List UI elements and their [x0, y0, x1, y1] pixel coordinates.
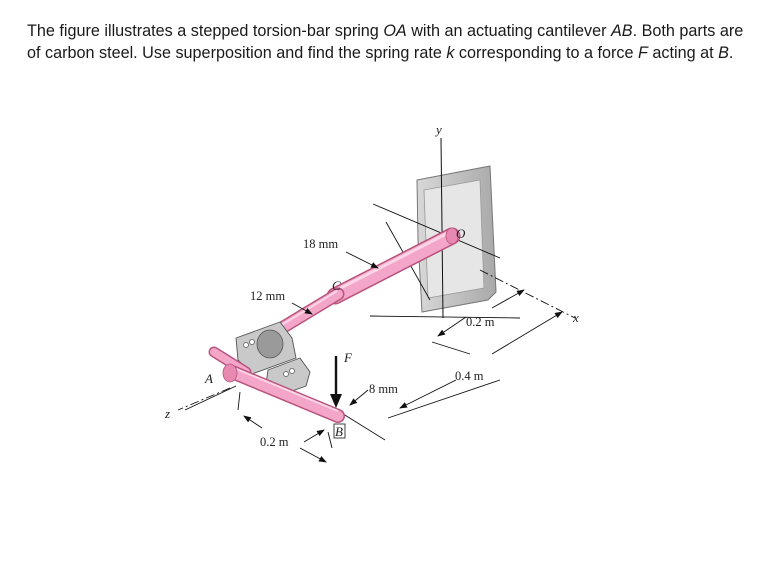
- dim-04m-label: 0.4 m: [455, 369, 484, 383]
- dim-12mm-leader: [291, 302, 313, 315]
- point-c-label: C: [332, 278, 341, 293]
- problem-statement: The figure illustrates a stepped torsion…: [27, 22, 744, 62]
- dim-8mm-label: 8 mm: [369, 382, 398, 396]
- dim-02m-bottom-line-a: [243, 415, 263, 429]
- dim-04m-line-a: [399, 379, 457, 409]
- dim-02m-bottom-label: 0.2 m: [260, 435, 289, 449]
- dim-18mm-label: 18 mm: [303, 237, 338, 251]
- z-axis-label: z: [164, 406, 170, 421]
- dim-12mm-label: 12 mm: [250, 289, 285, 303]
- dim-02m-bottom-arrow: [303, 429, 325, 443]
- x-axis-label: x: [572, 310, 579, 325]
- point-o-label: O: [456, 226, 466, 241]
- point-b-box: [333, 423, 346, 439]
- x-axis: [479, 269, 576, 319]
- dim-02m-top-line-a: [437, 316, 467, 337]
- bearing-block-rear: [235, 321, 297, 375]
- force-label: F: [343, 350, 353, 365]
- extension-lines: [184, 203, 521, 449]
- y-axis: [440, 137, 444, 319]
- point-a-label: A: [204, 371, 213, 386]
- cantilever-ab: [208, 346, 345, 423]
- dim-18mm-leader: [345, 251, 379, 269]
- z-axis: [177, 387, 231, 411]
- dim-02m-top-label: 0.2 m: [466, 315, 495, 329]
- dim-8mm-leader: [349, 389, 369, 406]
- dim-02m-bottom-line-b: [299, 447, 327, 463]
- force-arrow: [330, 356, 342, 408]
- point-b-label: B: [335, 424, 343, 439]
- dim-02m-top-line-b: [491, 289, 525, 309]
- dim-04m-line-b: [491, 311, 563, 355]
- y-axis-label: y: [434, 122, 442, 137]
